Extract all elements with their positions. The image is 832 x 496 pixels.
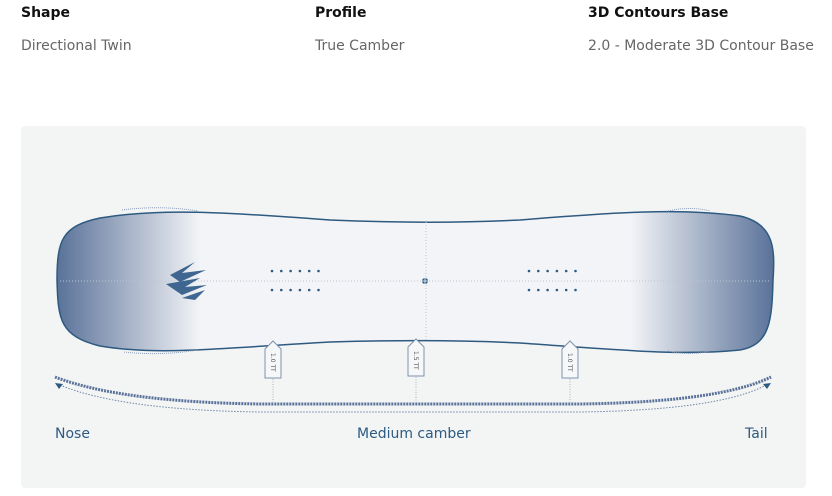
insert-hole [574, 288, 577, 292]
insert-hole [298, 269, 302, 273]
insert-hole [555, 288, 559, 292]
insert-hole [270, 288, 274, 292]
spec-value: 2.0 - Moderate 3D Contour Base [588, 38, 814, 54]
marker-label: 1.5 TT [412, 351, 419, 370]
spec-contours: 3D Contours Base 2.0 - Moderate 3D Contou… [588, 5, 814, 54]
insert-hole [537, 269, 540, 273]
spec-value: Directional Twin [21, 38, 132, 54]
logo-icon [166, 262, 207, 300]
insert-hole [574, 269, 577, 273]
insert-hole [564, 269, 568, 273]
camber-marker: 1.0 TT [264, 340, 282, 402]
insert-hole [317, 288, 320, 292]
spec-title: Shape [21, 5, 71, 21]
board-outline [56, 210, 775, 354]
marker-label: 1.0 TT [566, 353, 573, 372]
insert-hole [270, 269, 274, 273]
camber-marker: 1.5 TT [407, 338, 425, 402]
nose-label: Nose [55, 426, 90, 442]
insert-hole [564, 288, 568, 292]
insert-hole [280, 288, 283, 292]
insert-hole [307, 288, 311, 292]
insert-hole [537, 288, 540, 292]
tail-label: Tail [745, 426, 768, 442]
camber-marker: 1.0 TT [561, 340, 579, 402]
insert-hole [546, 269, 549, 273]
insert-hole [280, 269, 283, 273]
insert-hole [527, 288, 531, 292]
insert-hole [307, 269, 311, 273]
insert-hole [546, 288, 549, 292]
camber-label: Medium camber [357, 426, 471, 442]
insert-hole [317, 269, 320, 273]
spec-title: Profile [315, 5, 367, 21]
insert-hole [555, 269, 559, 273]
insert-hole [289, 288, 292, 292]
insert-hole [289, 269, 292, 273]
camber-profile [54, 375, 772, 406]
spec-title: 3D Contours Base [588, 5, 729, 21]
center-mark-icon [422, 278, 428, 284]
insert-hole [527, 269, 531, 273]
insert-hole [298, 288, 302, 292]
marker-label: 1.0 TT [269, 353, 276, 372]
insert-holes-icon [270, 269, 577, 292]
spec-value: True Camber [315, 38, 405, 54]
